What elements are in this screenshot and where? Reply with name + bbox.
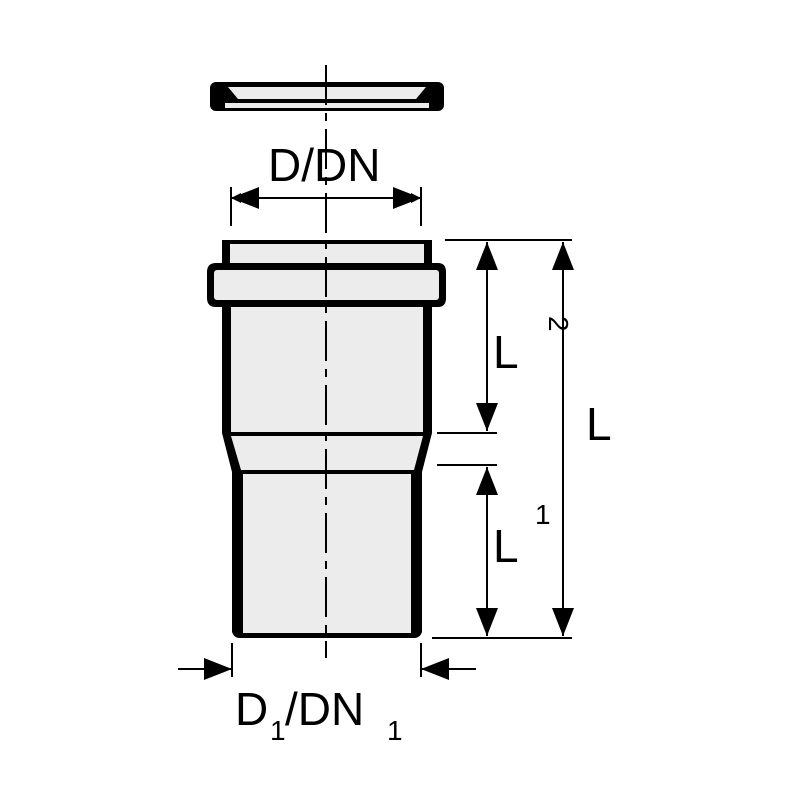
label-l: L bbox=[586, 398, 612, 450]
dimension-l2 bbox=[476, 242, 498, 431]
dimension-d-dn bbox=[230, 187, 422, 226]
extension-lines bbox=[432, 239, 572, 639]
dimension-l1 bbox=[476, 467, 498, 636]
label-dn1-subscript: 1 bbox=[387, 715, 403, 746]
label-dn1: /DN bbox=[285, 683, 364, 735]
label-d1-subscript: 1 bbox=[270, 715, 286, 746]
label-d1: D bbox=[235, 683, 268, 735]
dimension-l bbox=[552, 242, 574, 636]
label-l1-subscript: 1 bbox=[535, 499, 551, 530]
label-l2-subscript: 2 bbox=[543, 316, 574, 332]
label-l1: L bbox=[493, 520, 519, 572]
label-l2: L bbox=[493, 326, 519, 378]
label-d-dn: D/DN bbox=[268, 139, 380, 191]
